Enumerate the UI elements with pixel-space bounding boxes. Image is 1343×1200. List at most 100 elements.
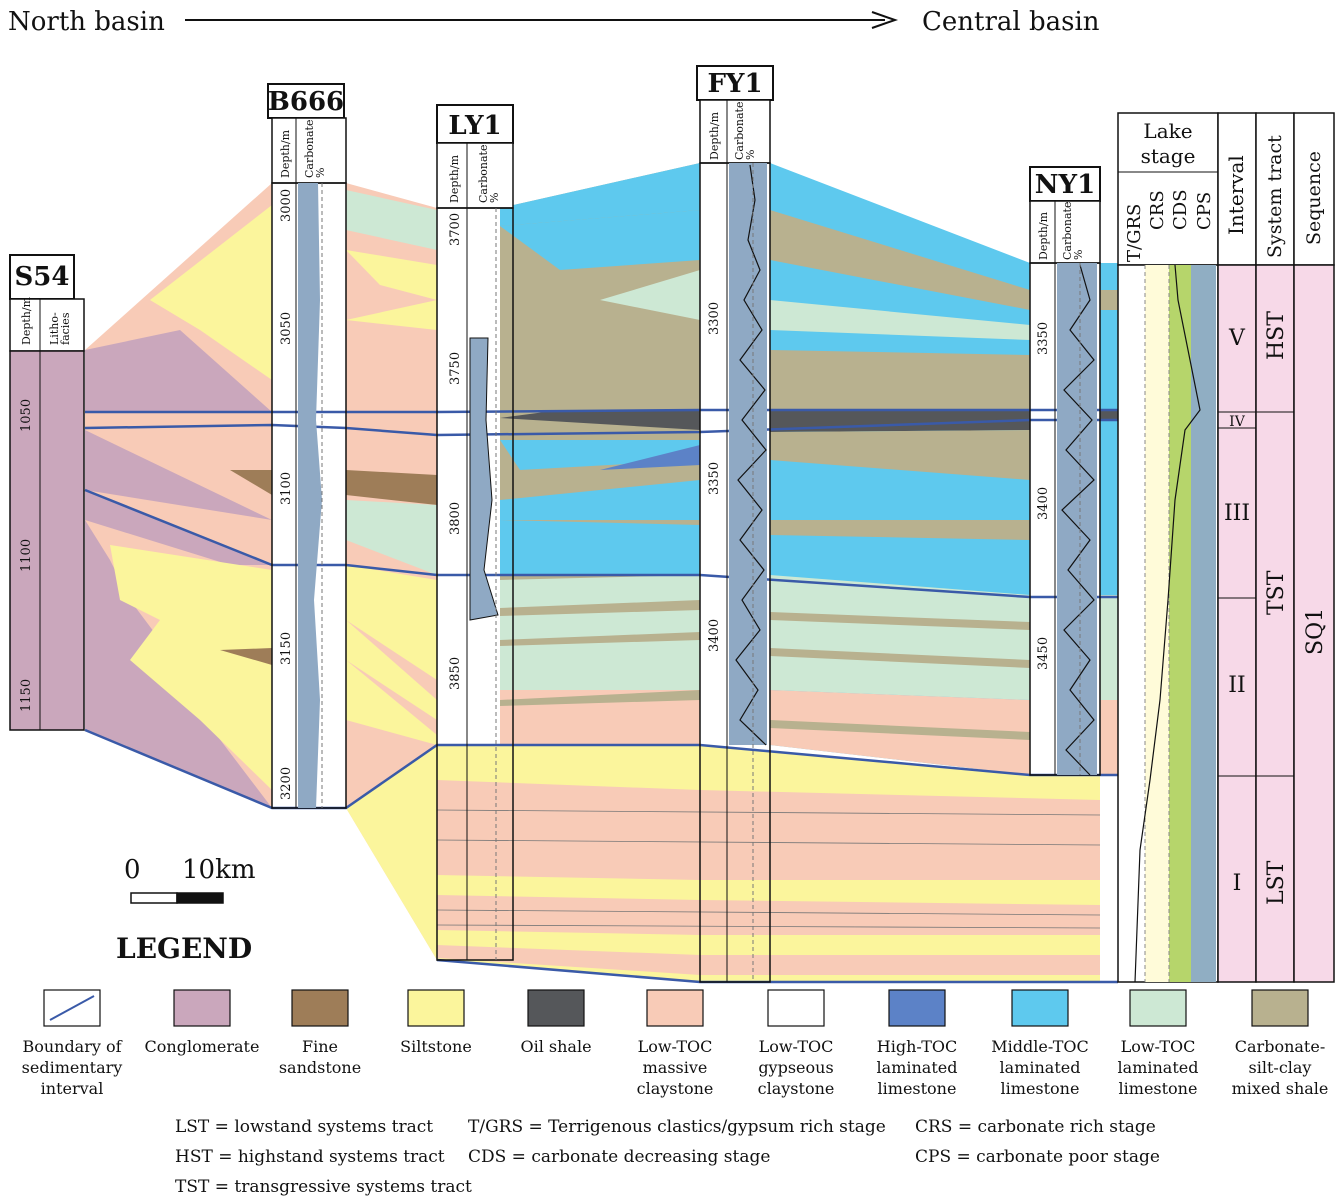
interval-iv: IV [1229, 414, 1246, 430]
well-ly1-tick-3850: 3850 [448, 657, 463, 690]
lake-stage-title: Lake [1143, 119, 1192, 143]
abbr-cps: CPS = carbonate poor stage [915, 1147, 1160, 1167]
well-b666-tick-3150: 3150 [279, 632, 294, 665]
well-b666-tick-3000: 3000 [279, 189, 294, 222]
scale-zero: 0 [124, 855, 141, 885]
well-fy1-tick-3300: 3300 [707, 302, 722, 335]
legend-swatch-7 [889, 990, 945, 1026]
interval-v: V [1228, 326, 1246, 351]
stage-col-crs: CRS [1147, 190, 1168, 230]
scale-bar: 0 10km [124, 855, 256, 903]
well-b666-carbonate-log [298, 183, 322, 808]
scale-label: 10km [182, 855, 256, 885]
legend-swatch-10 [1252, 990, 1308, 1026]
legend-swatch-6 [768, 990, 824, 1026]
well-b666-tick-3050: 3050 [279, 312, 294, 345]
abbr-tgrs: T/GRS = Terrigenous clastics/gypsum rich… [468, 1117, 886, 1137]
tract-lst: LST [1264, 860, 1289, 905]
tract-tst: TST [1264, 570, 1289, 615]
legend-item-1: Conglomerate [145, 990, 260, 1056]
well-ny1-col1: Depth/m [1037, 211, 1050, 260]
stage-col-tgrs: T/GRS [1124, 204, 1145, 262]
legend-swatch-8 [1012, 990, 1068, 1026]
legend-label-3: Siltstone [400, 1037, 472, 1056]
tract-hst: HST [1264, 311, 1289, 360]
legend-item-0: Boundary ofsedimentaryinterval [22, 990, 123, 1098]
abbr-tst: TST = transgressive systems tract [175, 1177, 472, 1197]
well-ly1-tick-3800: 3800 [448, 502, 463, 535]
well-ly1-tick-3700: 3700 [448, 213, 463, 246]
stage-col-cps: CPS [1194, 192, 1215, 230]
well-ny1-tick-3350: 3350 [1036, 322, 1051, 355]
legend-swatch-5 [647, 990, 703, 1026]
well-ly1-carbonate-log [470, 338, 498, 620]
abbr-lst: LST = lowstand systems tract [175, 1117, 433, 1137]
sequence-sq1: SQ1 [1303, 608, 1328, 655]
well-fy1-col1: Depth/m [708, 111, 721, 160]
well-ny1-tick-3450: 3450 [1036, 637, 1051, 670]
well-s54-col1: Depth/m [20, 296, 33, 345]
well-fy1-name: FY1 [707, 69, 762, 99]
well-ly1-tick-3750: 3750 [448, 352, 463, 385]
well-s54: S54 Depth/m Litho-facies 1050 1100 1150 [10, 255, 84, 730]
interval-iii: III [1224, 501, 1250, 526]
well-ny1-name: NY1 [1035, 170, 1095, 200]
stratigraphic-summary-panel: Lake stage T/GRS CRS CDS CPS Interval V … [1118, 113, 1334, 982]
well-b666-name: B666 [268, 87, 344, 117]
well-b666-tick-3100: 3100 [279, 472, 294, 505]
legend-label-4: Oil shale [520, 1037, 591, 1056]
svg-text:stage: stage [1141, 144, 1196, 168]
legend-item-2: Finesandstone [279, 990, 361, 1077]
interval-ii: II [1228, 673, 1245, 698]
system-tract-title: System tract [1264, 135, 1286, 258]
legend-swatch-1 [174, 990, 230, 1026]
legend-swatch-2 [292, 990, 348, 1026]
well-ny1: NY1 Depth/m Carbonate% 3350 3400 3450 [1030, 167, 1100, 775]
well-s54-tick-1100: 1100 [19, 539, 34, 572]
well-s54-tick-1150: 1150 [19, 679, 34, 712]
central-basin-label: Central basin [922, 7, 1100, 37]
interval-title: Interval [1224, 155, 1248, 235]
abbr-crs: CRS = carbonate rich stage [915, 1117, 1156, 1137]
legend-item-4: Oil shale [520, 990, 591, 1056]
sequence-title: Sequence [1303, 151, 1325, 245]
well-fy1-carbonate-log [729, 163, 767, 745]
well-s54-name: S54 [15, 262, 70, 292]
well-b666-col1: Depth/m [279, 129, 292, 178]
legend-title: LEGEND [116, 932, 252, 965]
well-s54-col2: Litho-facies [48, 312, 72, 345]
well-b666-tick-3200: 3200 [279, 767, 294, 800]
well-fy1-tick-3400: 3400 [707, 619, 722, 652]
legend-swatch-4 [528, 990, 584, 1026]
abbr-hst: HST = highstand systems tract [175, 1147, 445, 1167]
well-b666: B666 Depth/m Carbonate% 3000 3050 3100 3… [268, 84, 346, 808]
abbr-cds: CDS = carbonate decreasing stage [468, 1147, 770, 1167]
legend-label-1: Conglomerate [145, 1037, 260, 1056]
well-ny1-tick-3400: 3400 [1036, 487, 1051, 520]
well-fy1-tick-3350: 3350 [707, 462, 722, 495]
interval-i: I [1233, 871, 1242, 896]
well-ly1-name: LY1 [448, 111, 501, 141]
stage-col-cds: CDS [1170, 189, 1191, 230]
legend-swatch-3 [408, 990, 464, 1026]
well-s54-tick-1050: 1050 [19, 399, 34, 432]
legend-swatch-9 [1130, 990, 1186, 1026]
legend-item-3: Siltstone [400, 990, 472, 1056]
well-ly1-col1: Depth/m [448, 154, 461, 203]
